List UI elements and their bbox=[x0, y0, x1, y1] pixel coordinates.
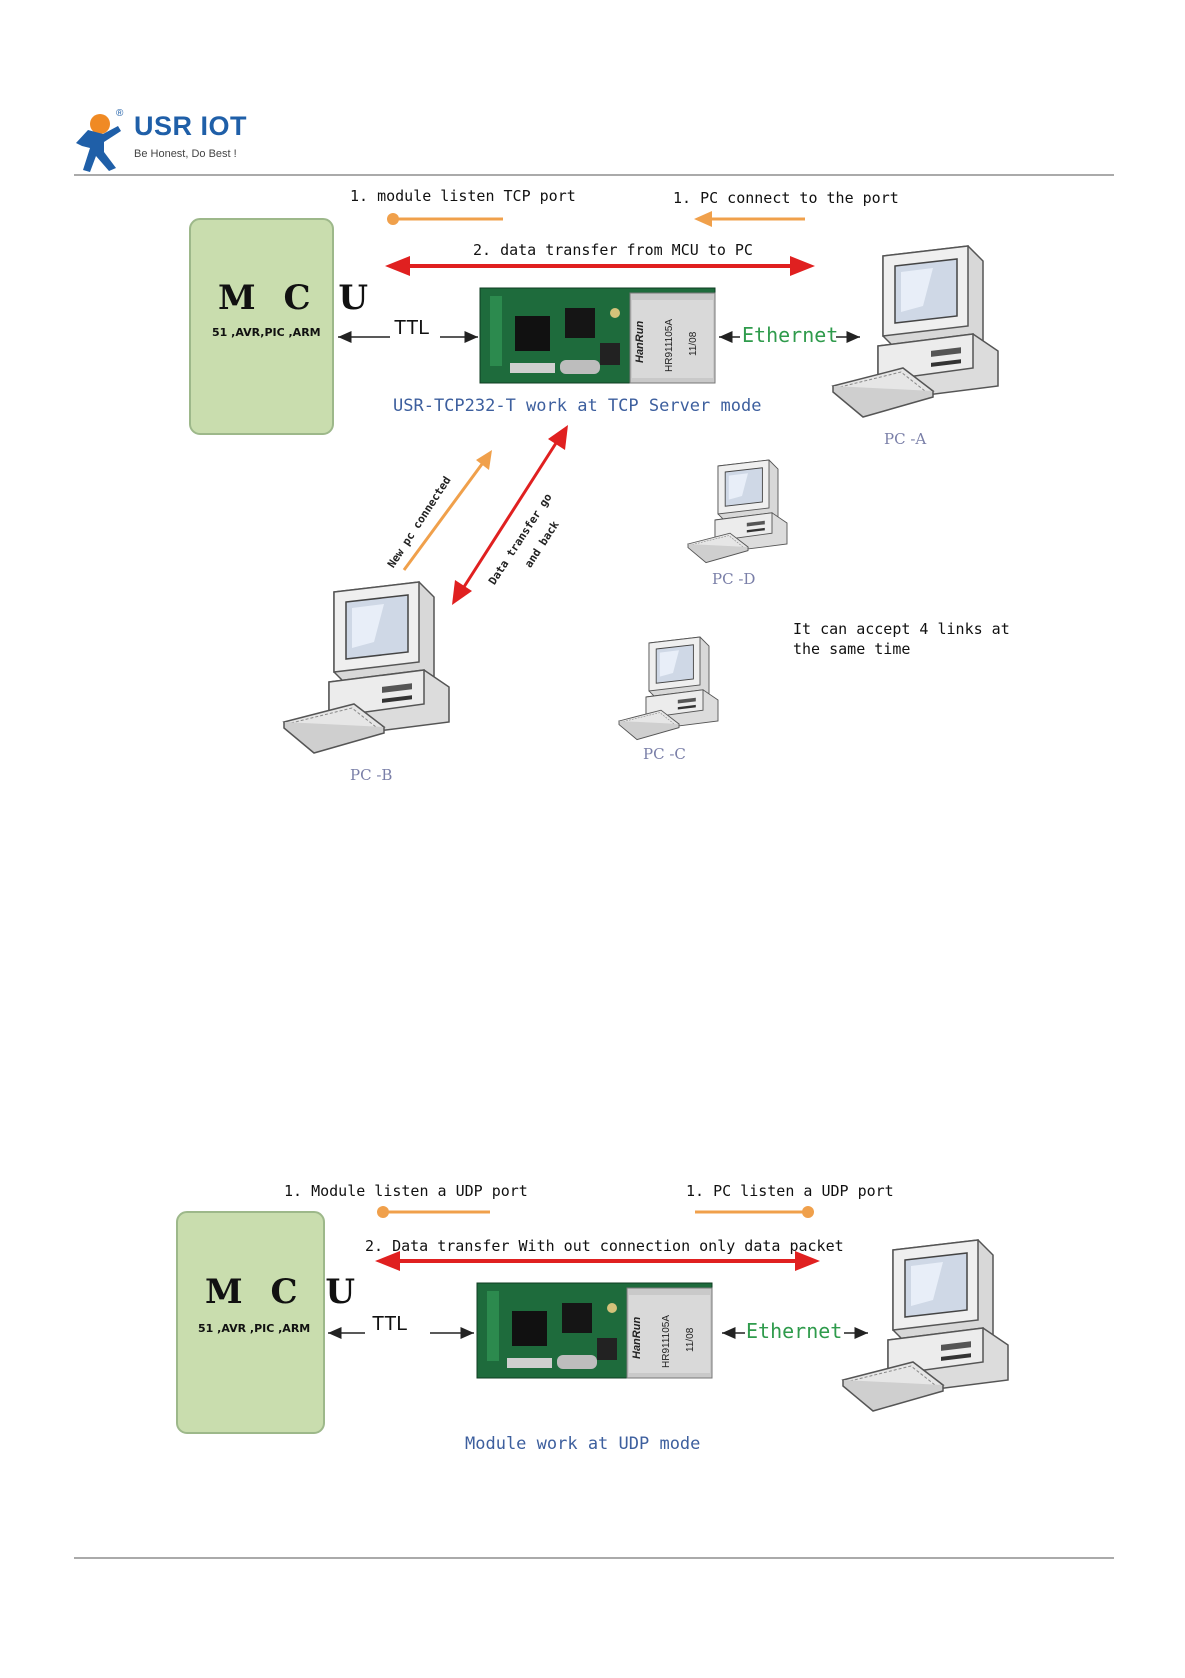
chip-date: 11/08 bbox=[688, 331, 699, 356]
udp-chip-code: HR911105A bbox=[661, 1315, 672, 1368]
mcu-block-tcp bbox=[189, 218, 334, 435]
desktop-computer-icon bbox=[283, 581, 450, 754]
tcp-caption: USR-TCP232-T work at TCP Server mode bbox=[393, 396, 762, 416]
udp-step-transfer: 2. Data transfer With out connection onl… bbox=[365, 1237, 844, 1255]
ttl-label: TTL bbox=[394, 317, 430, 339]
desktop-computer-icon bbox=[687, 459, 788, 564]
chip-brand: HanRun bbox=[634, 320, 646, 363]
network-module-board bbox=[479, 287, 716, 384]
udp-ttl-label: TTL bbox=[372, 1313, 408, 1335]
pc-b-label: PC -B bbox=[350, 766, 393, 784]
udp-mcu-subtitle: 51 ,AVR ,PIC ,ARM bbox=[198, 1322, 311, 1335]
step-module-listen: 1. module listen TCP port bbox=[350, 187, 576, 205]
step-pc-connect: 1. PC connect to the port bbox=[673, 189, 899, 207]
udp-step-pc: 1. PC listen a UDP port bbox=[686, 1182, 894, 1200]
pc-c-label: PC -C bbox=[643, 745, 686, 763]
udp-chip-brand: HanRun bbox=[631, 1316, 643, 1359]
udp-chip-date: 11/08 bbox=[685, 1327, 696, 1352]
mcu-subtitle: 51 ,AVR,PIC ,ARM bbox=[212, 326, 321, 339]
ethernet-label: Ethernet bbox=[742, 323, 839, 347]
note-line-2: the same time bbox=[793, 640, 911, 658]
brand-tagline: Be Honest, Do Best ! bbox=[134, 148, 237, 160]
desktop-computer-icon bbox=[842, 1239, 1009, 1412]
mcu-title: M C U bbox=[218, 278, 377, 318]
step-data-transfer: 2. data transfer from MCU to PC bbox=[473, 241, 753, 259]
brand-name: USR IOT bbox=[134, 111, 248, 141]
desktop-computer-icon bbox=[618, 636, 719, 741]
note-line-1: It can accept 4 links at bbox=[793, 620, 1010, 638]
udp-step-module: 1. Module listen a UDP port bbox=[284, 1182, 528, 1200]
network-module-board bbox=[476, 1282, 713, 1379]
udp-ethernet-label: Ethernet bbox=[746, 1319, 843, 1343]
udp-mcu-title: M C U bbox=[205, 1272, 364, 1312]
chip-code: HR911105A bbox=[664, 319, 675, 372]
usr-iot-logo bbox=[76, 114, 121, 172]
registered-mark: ® bbox=[116, 108, 124, 119]
mcu-block-udp bbox=[176, 1211, 325, 1434]
pc-a-label: PC -A bbox=[884, 430, 927, 448]
udp-caption: Module work at UDP mode bbox=[465, 1434, 701, 1454]
desktop-computer-icon bbox=[832, 245, 999, 418]
pc-d-label: PC -D bbox=[712, 570, 756, 588]
